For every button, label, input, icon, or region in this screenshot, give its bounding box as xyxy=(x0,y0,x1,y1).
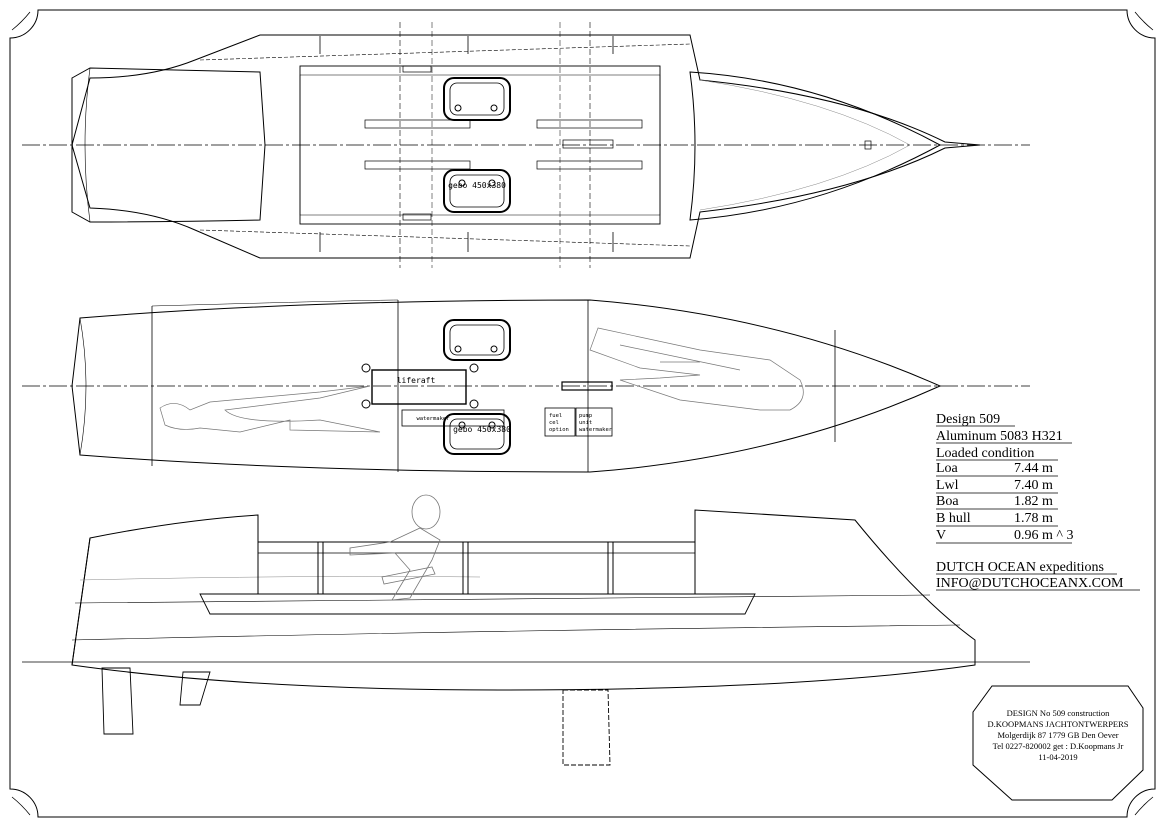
hull-outline-top xyxy=(71,34,981,259)
title-block-line: Molgerdijk 87 1779 GB Den Oever xyxy=(997,730,1118,740)
centerboard xyxy=(562,689,611,766)
hatch-mid-1 xyxy=(443,319,511,361)
design-title: Design 509 xyxy=(936,412,1000,427)
title-block-line: D.KOOPMANS JACHTONTWERPERS xyxy=(987,719,1128,729)
skeg xyxy=(179,671,211,706)
material-text: Aluminum 5083 H321 xyxy=(936,429,1063,444)
spec-row-value: 7.40 m xyxy=(1014,478,1053,493)
liferaft-label: liferaft xyxy=(397,376,436,385)
gebo-label-mid: gebo 450x380 xyxy=(453,425,511,434)
svg-text:pump: pump xyxy=(579,413,592,419)
hatch-top-1 xyxy=(443,77,511,121)
spec-row-name: Loa xyxy=(936,461,959,476)
hatch-mid-2 xyxy=(443,413,511,455)
spec-row-value: 1.78 m xyxy=(1014,511,1053,526)
top-plan-view xyxy=(22,22,1030,268)
fuel-cel-label: fuel cel option xyxy=(549,413,569,433)
title-block-frame xyxy=(972,685,1144,801)
rudder xyxy=(101,667,134,735)
title-block-line: Tel 0227-820002 get : D.Koopmans Jr xyxy=(993,741,1124,751)
title-block: DESIGN No 509 construction D.KOOPMANS JA… xyxy=(972,685,1144,801)
spec-row-value: 0.96 m ^ 3 xyxy=(1014,528,1073,543)
watermaker-label: watermaker xyxy=(416,416,450,422)
watermaker-box xyxy=(401,409,505,427)
spec-block: Design 509 Aluminum 5083 H321 Loaded con… xyxy=(936,412,1140,591)
gebo-label-top: gebo 450x380 xyxy=(448,181,506,190)
deck-plan-view xyxy=(22,299,1030,473)
title-block-line: 11-04-2019 xyxy=(1038,752,1077,762)
svg-text:cel: cel xyxy=(549,420,559,426)
side-profile-view xyxy=(22,494,1030,766)
fuel-cel-box xyxy=(544,407,576,437)
spec-row-name: Lwl xyxy=(936,478,959,493)
svg-text:watermaker: watermaker xyxy=(579,427,613,433)
pump-unit-label: pump unit watermaker xyxy=(579,413,613,433)
pump-unit-box xyxy=(575,407,613,437)
spec-row-name: Boa xyxy=(936,494,959,509)
spec-row-value: 1.82 m xyxy=(1014,494,1053,509)
hatch-top-2 xyxy=(443,169,511,213)
svg-text:unit: unit xyxy=(579,420,592,426)
svg-text:option: option xyxy=(549,427,569,433)
company-name: DUTCH OCEAN expeditions xyxy=(936,560,1104,575)
liferaft-box xyxy=(371,369,467,405)
spec-row-name: V xyxy=(936,528,946,543)
title-block-line: DESIGN No 509 construction xyxy=(1007,708,1110,718)
condition-text: Loaded condition xyxy=(936,446,1034,461)
hull-outline-mid xyxy=(71,299,942,473)
company-email: INFO@DUTCHOCEANX.COM xyxy=(936,576,1124,591)
bow-module-top xyxy=(689,71,942,221)
spec-row-name: B hull xyxy=(936,511,971,526)
svg-text:fuel: fuel xyxy=(549,413,562,419)
hull-outline-side xyxy=(71,509,976,691)
aft-module-top xyxy=(71,67,266,223)
sheet-border xyxy=(9,9,1156,818)
spec-row-value: 7.44 m xyxy=(1014,461,1053,476)
deck-tray xyxy=(199,593,756,615)
